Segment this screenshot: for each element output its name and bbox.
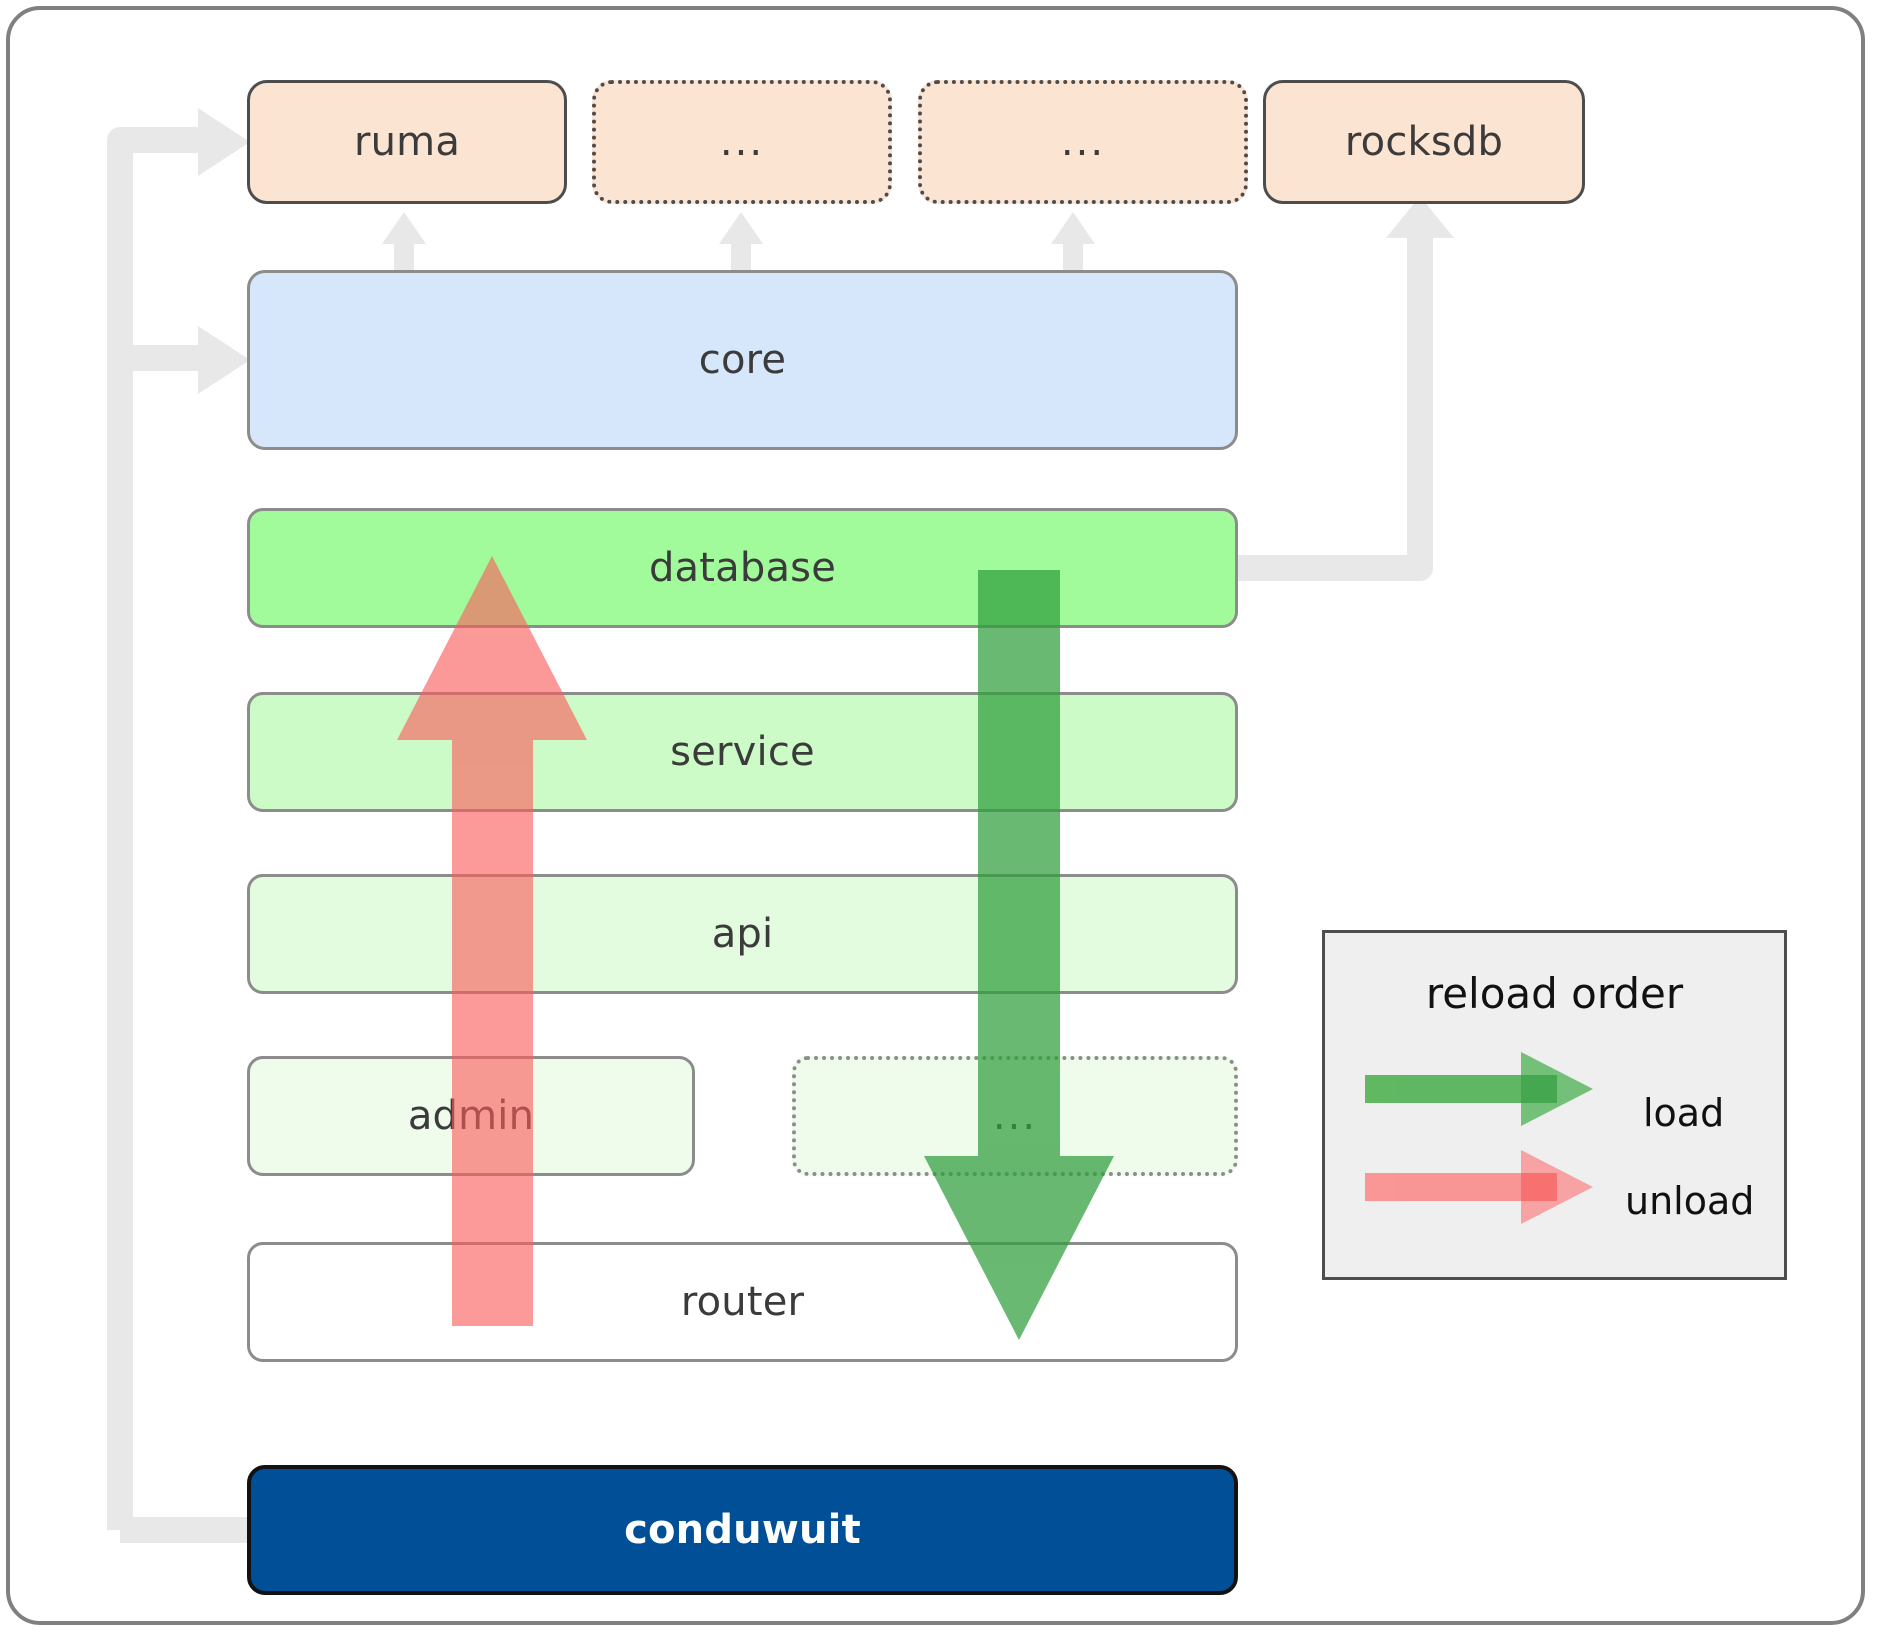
node-database[interactable]: database [247, 508, 1238, 628]
node-ruma-label: ruma [353, 119, 461, 165]
node-core-label: core [698, 337, 787, 383]
node-dependency-ellipsis-1[interactable]: ... [592, 80, 892, 204]
node-router[interactable]: router [247, 1242, 1238, 1362]
legend-title: reload order [1425, 969, 1684, 1018]
node-core[interactable]: core [247, 270, 1238, 450]
legend-box: reload order load unload [1322, 930, 1787, 1280]
legend-arrow-layer [1365, 1052, 1593, 1224]
node-admin[interactable]: admin [247, 1056, 695, 1176]
node-conduwuit-label: conduwuit [624, 1507, 861, 1553]
node-dependency-ellipsis-2-label: ... [1060, 119, 1106, 165]
legend-load-label: load [1643, 1091, 1725, 1135]
node-dependency-ellipsis-2[interactable]: ... [918, 80, 1248, 204]
node-service[interactable]: service [247, 692, 1238, 812]
node-service-label: service [670, 729, 815, 775]
legend-unload-label: unload [1625, 1179, 1755, 1223]
node-router-label: router [680, 1279, 805, 1325]
node-rocksdb-label: rocksdb [1344, 119, 1504, 165]
node-ruma[interactable]: ruma [247, 80, 567, 204]
node-conduwuit[interactable]: conduwuit [247, 1465, 1238, 1595]
node-api-label: api [711, 911, 774, 957]
node-layer-ellipsis[interactable]: ... [792, 1056, 1238, 1176]
legend-load-arrow [1365, 1052, 1593, 1126]
diagram-frame [6, 6, 1865, 1625]
node-database-label: database [648, 545, 837, 591]
node-dependency-ellipsis-1-label: ... [719, 119, 765, 165]
legend-unload-arrow [1365, 1150, 1593, 1224]
node-api[interactable]: api [247, 874, 1238, 994]
node-admin-label: admin [407, 1093, 535, 1139]
node-rocksdb[interactable]: rocksdb [1263, 80, 1585, 204]
node-layer-ellipsis-label: ... [992, 1093, 1038, 1139]
